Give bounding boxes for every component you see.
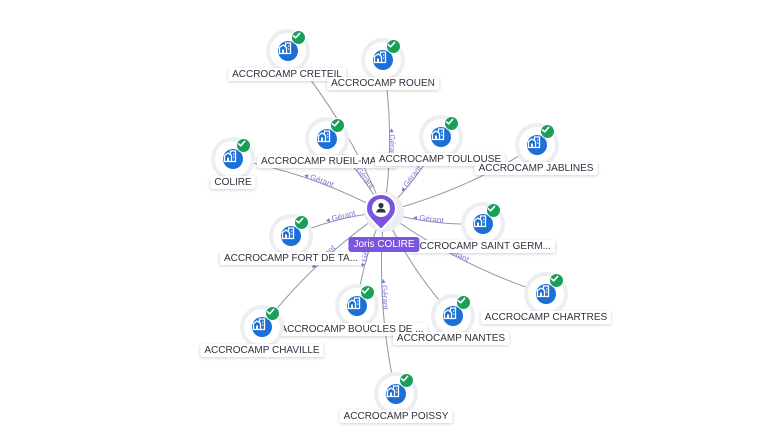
verified-check-icon (456, 295, 471, 310)
company-label[interactable]: ACCROCAMP POISSY (339, 410, 453, 423)
company-icon (317, 129, 337, 149)
company-icon (373, 50, 393, 70)
company-label[interactable]: COLIRE (210, 176, 256, 189)
company-node[interactable] (465, 203, 501, 242)
company-label[interactable]: ACCROCAMP NANTES (392, 332, 510, 345)
verified-check-icon (294, 215, 309, 230)
company-icon (347, 296, 367, 316)
verified-check-icon (330, 118, 345, 133)
company-node[interactable] (270, 30, 306, 69)
center-person-node[interactable] (364, 192, 404, 232)
company-label[interactable]: ACCROCAMP FORT DE TA... (219, 252, 363, 265)
company-node[interactable] (309, 118, 345, 157)
company-icon (473, 214, 493, 234)
company-icon (527, 135, 547, 155)
verified-check-icon (444, 116, 459, 131)
company-icon (252, 317, 272, 337)
company-label[interactable]: ACCROCAMP RUEIL-MALI... (256, 155, 398, 168)
edge-label: ◂ Gérant (379, 279, 390, 311)
verified-check-icon (549, 273, 564, 288)
edge-line (383, 211, 547, 295)
company-label[interactable]: ACCROCAMP CHAVILLE (200, 344, 324, 357)
verified-check-icon (291, 30, 306, 45)
company-icon (536, 284, 556, 304)
verified-check-icon (236, 138, 251, 153)
company-label[interactable]: ACCROCAMP BOUCLES DE ... (276, 323, 428, 336)
edge-label: ◂ Gérant (303, 170, 336, 189)
person-pin-icon (364, 192, 398, 232)
company-label[interactable]: ACCROCAMP SAINT GERM... (409, 240, 555, 253)
verified-check-icon (386, 39, 401, 54)
company-node[interactable] (339, 285, 375, 324)
verified-check-icon (360, 285, 375, 300)
edge-label: ◂ Gérant (387, 128, 396, 160)
verified-check-icon (540, 124, 555, 139)
edge-label: ◂ Gérant (413, 213, 445, 226)
company-node[interactable] (378, 373, 414, 412)
edge-line (380, 211, 397, 395)
company-node[interactable] (365, 39, 401, 78)
company-icon (223, 149, 243, 169)
verified-check-icon (486, 203, 501, 218)
company-icon (386, 384, 406, 404)
company-node[interactable] (244, 306, 280, 345)
company-label[interactable]: ACCROCAMP TOULOUSE (374, 153, 506, 166)
company-label[interactable]: ACCROCAMP ROUEN (327, 77, 439, 90)
company-node[interactable] (435, 295, 471, 334)
company-icon (281, 226, 301, 246)
company-label[interactable]: ACCROCAMP JABLINES (474, 162, 598, 175)
company-node[interactable] (273, 215, 309, 254)
company-node[interactable] (528, 273, 564, 312)
edge-label: ◂ Gérant (398, 163, 424, 194)
company-icon (431, 127, 451, 147)
company-icon (278, 41, 298, 61)
company-node[interactable] (423, 116, 459, 155)
edge-label: ◂ Gérant (325, 208, 358, 225)
company-node[interactable] (519, 124, 555, 163)
company-label[interactable]: ACCROCAMP CRETEIL (228, 68, 346, 81)
verified-check-icon (265, 306, 280, 321)
center-person-label[interactable]: Joris COLIRE (348, 237, 420, 252)
company-icon (443, 306, 463, 326)
company-label[interactable]: ACCROCAMP CHARTRES (480, 311, 612, 324)
verified-check-icon (399, 373, 414, 388)
company-node[interactable] (215, 138, 251, 177)
